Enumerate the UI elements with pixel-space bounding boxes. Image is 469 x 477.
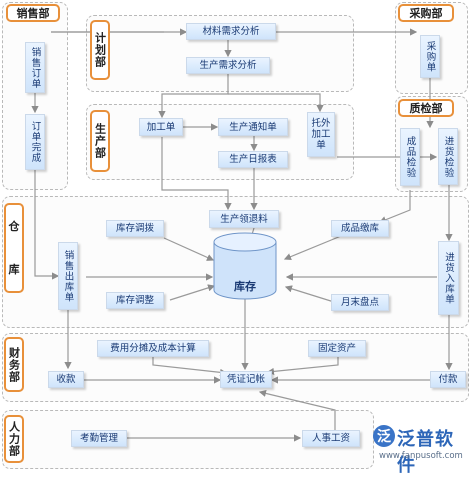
node-outsourcing-order[interactable]: 托外加工单 [307, 112, 335, 157]
node-hr-salary[interactable]: 人事工资 [302, 430, 360, 447]
node-order-complete[interactable]: 订单完成 [25, 114, 45, 170]
node-voucher[interactable]: 凭证记帐 [220, 371, 272, 388]
dept-hr: 人力部 [4, 415, 24, 463]
dept-sales: 销售部 [6, 4, 60, 22]
node-production-notice[interactable]: 生产通知单 [218, 118, 288, 136]
node-production-demand[interactable]: 生产需求分析 [186, 57, 270, 74]
dept-warehouse-char-1: 仓 [8, 220, 20, 233]
inventory-database-icon [213, 232, 277, 300]
dept-planning: 计划部 [90, 20, 110, 80]
node-production-daily[interactable]: 生产日报表 [218, 151, 288, 168]
dept-finance: 财务部 [4, 337, 24, 392]
node-fixed-assets[interactable]: 固定资产 [308, 340, 366, 357]
brand-logo-icon: 泛 [373, 425, 395, 447]
node-purchase-order[interactable]: 采购单 [420, 35, 440, 78]
node-cost-allocation[interactable]: 费用分摊及成本计算 [97, 340, 209, 357]
inventory-label[interactable]: 库存 [234, 280, 256, 293]
dept-warehouse: 仓 库 [4, 203, 24, 293]
node-product-inspection[interactable]: 成品检验 [400, 128, 420, 186]
node-production-requisition[interactable]: 生产领退料 [209, 210, 279, 228]
dept-warehouse-char-2: 库 [8, 263, 20, 276]
node-purchase-inbound[interactable]: 进货入库单 [438, 241, 459, 315]
node-finished-goods-receipt[interactable]: 成品缴库 [331, 220, 389, 237]
dept-quality: 质检部 [398, 99, 454, 117]
node-processing-order[interactable]: 加工单 [139, 118, 183, 136]
node-month-end-count[interactable]: 月末盘点 [331, 294, 389, 311]
node-receipt[interactable]: 收款 [48, 371, 84, 388]
node-incoming-inspection[interactable]: 进货检验 [438, 128, 458, 185]
node-sales-outbound[interactable]: 销售出库单 [58, 242, 78, 310]
node-attendance[interactable]: 考勤管理 [71, 430, 127, 447]
node-material-demand[interactable]: 材料需求分析 [186, 23, 276, 40]
node-stock-transfer[interactable]: 库存调拨 [106, 220, 164, 237]
dept-purchasing: 采购部 [398, 4, 454, 22]
dept-production: 生产部 [90, 110, 110, 172]
brand-logo-url: www.fanpusoft.com [379, 451, 463, 461]
node-stock-adjust[interactable]: 库存调整 [106, 292, 164, 309]
node-payment[interactable]: 付款 [430, 371, 466, 388]
node-sales-order[interactable]: 销售订单 [25, 42, 45, 93]
zone-finance [2, 333, 469, 402]
